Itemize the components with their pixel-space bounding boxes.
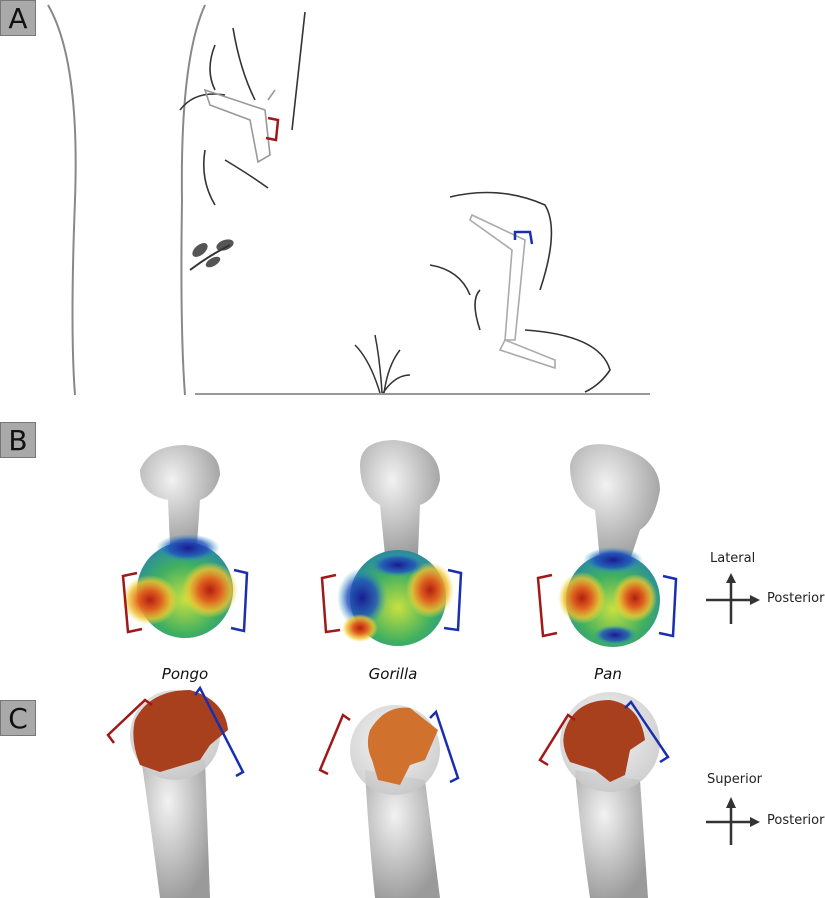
humerus-c-gorilla <box>350 705 440 898</box>
brackets-b <box>121 568 678 638</box>
humerus-b-pongo <box>122 445 238 638</box>
orientation-arrows-b <box>706 573 760 624</box>
bracket-blue-a <box>513 230 534 245</box>
humerus-c-pan <box>560 692 660 898</box>
axis-label-superior: Superior <box>707 772 762 787</box>
species-label-pongo: Pongo <box>161 665 209 683</box>
panel-label-b: B <box>0 422 36 458</box>
tree-trunk-left <box>47 4 77 396</box>
panel-label-c: C <box>0 700 36 736</box>
humerus-b-gorilla <box>337 440 454 646</box>
species-label-gorilla: Gorilla <box>368 665 418 683</box>
bracket-red-a <box>265 116 280 142</box>
species-label-pan: Pan <box>594 665 622 683</box>
axis-label-posterior-c: Posterior <box>767 813 825 828</box>
panel-label-a: A <box>0 0 36 36</box>
climbing-ape-sketch <box>179 11 306 206</box>
humerus-b-pan <box>558 444 660 647</box>
leaf-sprig <box>189 239 234 271</box>
humerus-c-pongo <box>130 690 228 898</box>
orientation-arrows-c <box>706 797 760 845</box>
knuckle-walking-ape-sketch <box>429 191 611 393</box>
grass-tuft <box>354 334 411 394</box>
tree-trunk-right <box>180 4 206 396</box>
axis-label-lateral: Lateral <box>710 551 756 566</box>
axis-label-posterior-b: Posterior <box>767 591 825 606</box>
brackets-c <box>106 685 670 784</box>
panel-a-scene <box>47 4 650 396</box>
